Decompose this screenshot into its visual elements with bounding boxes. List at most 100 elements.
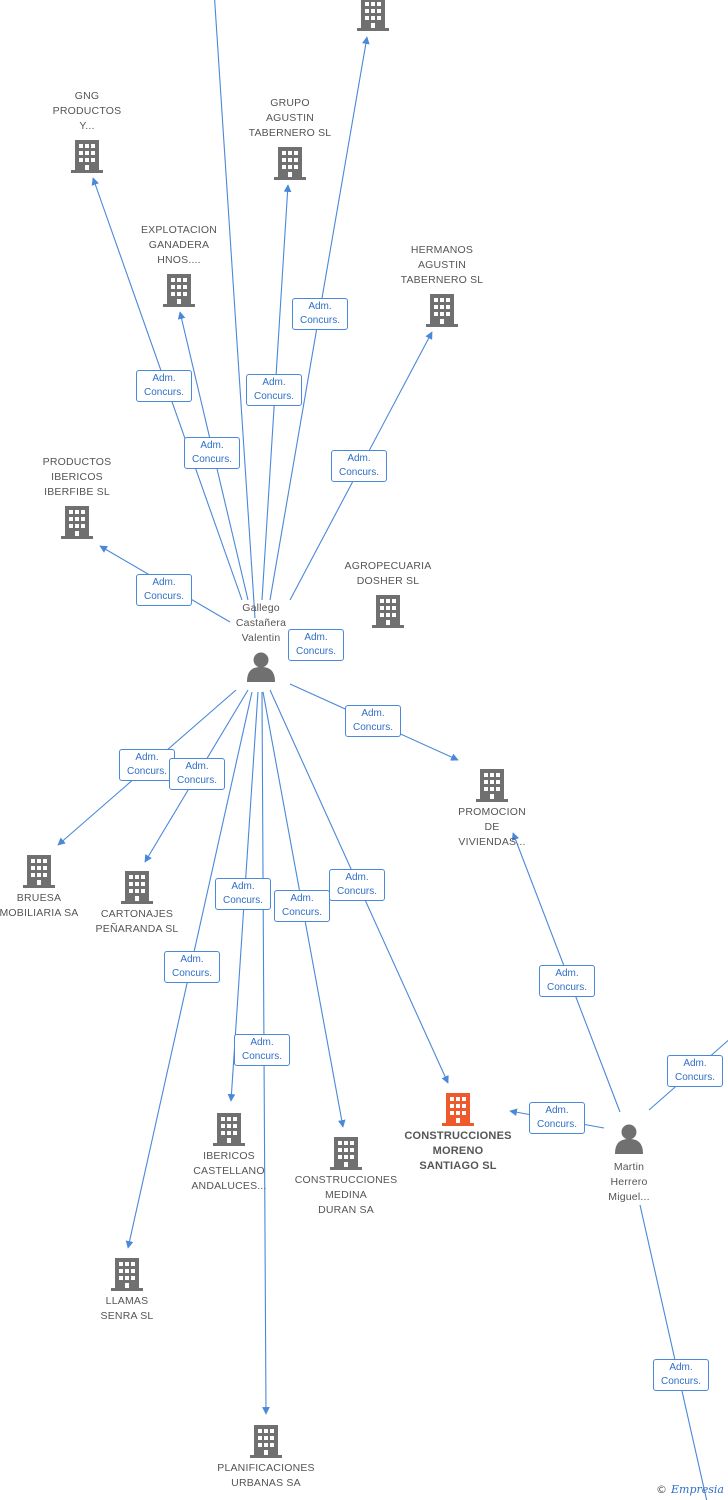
edge-label-line1: Adm. xyxy=(200,440,224,451)
node-label-line: MEDINA xyxy=(324,1189,368,1201)
building-icon-planificaciones[interactable] xyxy=(250,1425,282,1458)
node-label-grupo_agustin[interactable]: GRUPO AGUSTIN TABERNERO SL xyxy=(225,96,355,141)
node-label-planificaciones[interactable]: PLANIFICACIONES URBANAS SA xyxy=(201,1461,331,1491)
edge-label-line1: Adm. xyxy=(152,577,176,588)
edge-label-gallego-to-cartonajes[interactable]: Adm.Concurs. xyxy=(169,758,225,790)
edge-label-gallego-to-planificaciones[interactable]: Adm.Concurs. xyxy=(234,1034,290,1066)
edge-label-line2: Concurs. xyxy=(143,591,184,602)
node-label-line: TABERNERO SL xyxy=(248,127,332,139)
building-icon-construcciones_medina[interactable] xyxy=(330,1137,362,1170)
building-icon-ibericos_castellano[interactable] xyxy=(213,1113,245,1146)
node-label-line: LLAMAS xyxy=(105,1295,149,1307)
edge-label-gallego-to-explotacion[interactable]: Adm.Concurs. xyxy=(184,437,240,469)
edge-martin-to-offscreen_bottom xyxy=(639,1204,708,1500)
edge-label-line1: Adm. xyxy=(361,708,385,719)
edge-label-line2: Concurs. xyxy=(281,907,322,918)
edge-label-gallego-to-promocion[interactable]: Adm.Concurs. xyxy=(345,705,401,737)
edge-label-line2: Concurs. xyxy=(546,982,587,993)
edge-label-gallego-to-gng[interactable]: Adm. Concurs. xyxy=(136,370,192,402)
building-icon-bruesa[interactable] xyxy=(23,855,55,888)
node-label-line: PLANIFICACIONES xyxy=(217,1462,315,1474)
edge-label-gallego-to-grupo_agustin[interactable]: Adm. Concurs. xyxy=(246,374,302,406)
node-label-llamas[interactable]: LLAMAS SENRA SL xyxy=(62,1294,192,1324)
edge-label-gallego-to-top_building[interactable]: Adm.Concurs. xyxy=(292,298,348,330)
node-label-line: SANTIAGO SL xyxy=(419,1160,497,1172)
edge-label-line2: Concurs. xyxy=(143,387,184,398)
building-icon-construcciones_moreno[interactable] xyxy=(442,1093,474,1126)
node-label-line: VIVIENDAS... xyxy=(458,836,526,848)
edge-label-line1: Adm. xyxy=(262,377,286,388)
building-icon-top_building[interactable] xyxy=(357,0,389,31)
edge-label-gallego-to-productos_ibericos[interactable]: Adm. Concurs. xyxy=(136,574,192,606)
node-label-agropecuaria[interactable]: AGROPECUARIA DOSHER SL xyxy=(323,559,453,589)
node-label-line: TABERNERO SL xyxy=(400,274,484,286)
edge-label-gallego-to-bruesa[interactable]: Adm.Concurs. xyxy=(119,749,175,781)
node-label-line: Valentin xyxy=(241,632,281,644)
building-icon-llamas[interactable] xyxy=(111,1258,143,1291)
edge-label-gallego-to-llamas[interactable]: Adm.Concurs. xyxy=(164,951,220,983)
building-icon-promocion[interactable] xyxy=(476,769,508,802)
edge-label-line1: Adm. xyxy=(185,761,209,772)
node-label-line: BRUESA xyxy=(16,892,62,904)
node-label-line: Castañera xyxy=(235,617,287,629)
building-icon-gng[interactable] xyxy=(71,140,103,173)
node-label-line: Y... xyxy=(79,120,95,132)
node-label-line: IBERFIBE SL xyxy=(44,486,110,498)
edge-label-gallego-to-ibericos_castellano[interactable]: Adm. Concurs. xyxy=(215,878,271,910)
node-label-line: URBANAS SA xyxy=(231,1477,301,1489)
edge-label-martin-to-offscreen_bottom[interactable]: Adm.Concurs. xyxy=(653,1359,709,1391)
edge-label-line1: Adm. xyxy=(152,373,176,384)
person-icon-gallego[interactable] xyxy=(247,652,275,683)
edge-label-gallego-to-construcciones_moreno[interactable]: Adm.Concurs. xyxy=(329,869,385,901)
node-label-line: IBERICOS xyxy=(51,471,103,483)
node-label-line: GRUPO xyxy=(270,97,310,109)
building-icon-grupo_agustin[interactable] xyxy=(274,147,306,180)
nodes-layer xyxy=(23,0,643,1458)
node-label-line: HNOS.... xyxy=(157,254,201,266)
node-label-line: MORENO xyxy=(432,1145,484,1157)
node-label-line: AGROPECUARIA xyxy=(344,560,432,572)
edge-label-gallego-to-construcciones_medina[interactable]: Adm.Concurs. xyxy=(274,890,330,922)
node-label-line: CARTONAJES xyxy=(100,908,174,920)
watermark: ©Empresia xyxy=(656,1483,724,1496)
building-icon-explotacion[interactable] xyxy=(163,274,195,307)
node-label-line: DOSHER SL xyxy=(356,575,420,587)
edge-label-line2: Concurs. xyxy=(253,391,294,402)
building-icon-productos_ibericos[interactable] xyxy=(61,506,93,539)
edge-label-martin-to-construcciones_moreno[interactable]: Adm.Concurs. xyxy=(529,1102,585,1134)
edge-label-line1: Adm. xyxy=(231,881,255,892)
person-icon-martin[interactable] xyxy=(615,1124,643,1155)
edge-label-line1: Adm. xyxy=(683,1058,707,1069)
edge-label-gallego-to-hermanos_agustin[interactable]: Adm.Concurs. xyxy=(331,450,387,482)
edge-label-line1: Adm. xyxy=(250,1037,274,1048)
edge-label-martin-to-offscreen_right[interactable]: Adm.Concurs. xyxy=(667,1055,723,1087)
building-icon-cartonajes[interactable] xyxy=(121,871,153,904)
building-icon-hermanos_agustin[interactable] xyxy=(426,294,458,327)
edge-label-gallego-to-agropecuaria[interactable]: Adm.Concurs. xyxy=(288,629,344,661)
node-label-line: ANDALUCES... xyxy=(191,1180,267,1192)
edge-label-line1: Adm. xyxy=(545,1105,569,1116)
node-label-line: AGUSTIN xyxy=(265,112,315,124)
edge-label-line1: Adm. xyxy=(180,954,204,965)
node-label-line: SENRA SL xyxy=(100,1310,154,1322)
node-label-line: Martin xyxy=(613,1161,645,1173)
building-icon-agropecuaria[interactable] xyxy=(372,595,404,628)
node-label-line: Herrero xyxy=(610,1176,648,1188)
edge-label-line2: Concurs. xyxy=(299,315,340,326)
edge-label-line1: Adm. xyxy=(304,632,328,643)
edge-label-line2: Concurs. xyxy=(222,895,263,906)
node-label-line: IBERICOS xyxy=(203,1150,255,1162)
edge-label-martin-to-promocion[interactable]: Adm.Concurs. xyxy=(539,965,595,997)
